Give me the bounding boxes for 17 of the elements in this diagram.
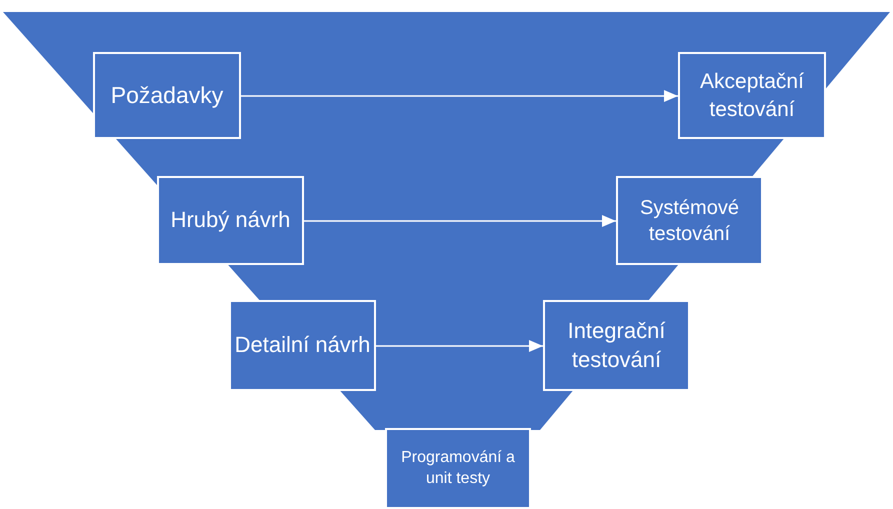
arrow xyxy=(304,215,616,227)
process-box xyxy=(385,428,531,509)
arrow xyxy=(241,90,678,102)
box-label: Detailní návrh xyxy=(234,331,370,360)
process-box xyxy=(543,300,690,391)
arrow xyxy=(376,340,543,352)
process-box xyxy=(678,52,826,139)
box-label: Programování a unit testy xyxy=(400,448,516,488)
box-label: Akceptační testování xyxy=(699,69,805,122)
box-label: Hrubý návrh xyxy=(170,206,290,234)
process-box xyxy=(616,176,763,265)
process-box xyxy=(93,52,241,139)
box-label: Požadavky xyxy=(110,80,224,110)
box-label: Systémové testování xyxy=(639,196,740,246)
box-label: Integrační testování xyxy=(566,316,666,374)
process-box xyxy=(157,176,304,265)
process-box xyxy=(229,300,376,391)
